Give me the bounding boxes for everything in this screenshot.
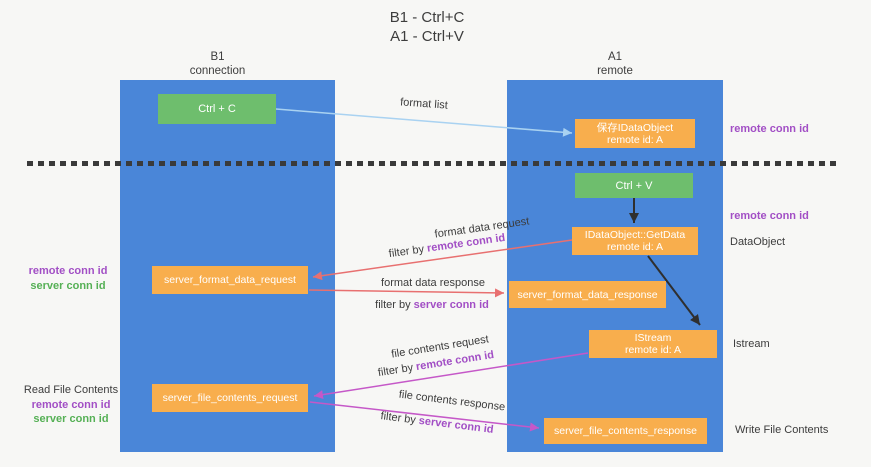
arrow-format-data-response	[308, 288, 505, 298]
server-conn-id-annotation-left: server conn id	[30, 279, 106, 292]
filter-by-text: filter by	[375, 299, 414, 311]
save-dataobject-line1: 保存IDataObject	[596, 121, 674, 134]
title-line-2: A1 - Ctrl+V	[390, 28, 464, 45]
dataobject-annotation: DataObject	[730, 236, 786, 248]
getdata-line2: remote id: A	[606, 241, 664, 253]
server-format-data-response-label: server_format_data_response	[517, 288, 658, 301]
remote-conn-id-annotation-top: remote conn id	[730, 123, 809, 135]
ctrl-v-label: Ctrl + V	[615, 179, 653, 192]
read-file-contents-annotation: Read File Contents	[23, 384, 119, 396]
filter-by-text: filter by	[377, 361, 418, 380]
lifeline-a1-name: A1	[607, 51, 623, 63]
format-data-response-filter-label: filter by server conn id	[375, 299, 489, 311]
save-dataobject-box: 保存IDataObject remote id: A	[575, 119, 695, 148]
istream-line1: IStream	[634, 332, 672, 344]
ctrl-c-box: Ctrl + C	[158, 94, 276, 124]
server-conn-id-annotation-bottom: server conn id	[33, 413, 109, 425]
format-data-response-label: format data response	[381, 277, 485, 289]
server-file-contents-response-box: server_file_contents_response	[544, 418, 707, 444]
server-format-data-response-box: server_format_data_response	[509, 281, 666, 308]
istream-line2: remote id: A	[624, 344, 682, 356]
ctrl-v-box: Ctrl + V	[575, 173, 693, 198]
format-list-label: format list	[399, 96, 449, 112]
lifeline-a1-role: remote	[597, 65, 633, 77]
left-mid-conn-ids: remote conn id server conn id	[13, 264, 123, 293]
lifeline-header-a1: A1 remote	[507, 50, 723, 78]
phase-divider-dashed-line	[27, 161, 839, 166]
diagram-title: B1 - Ctrl+C A1 - Ctrl+V	[287, 8, 567, 46]
remote-conn-id-annotation-left: remote conn id	[28, 265, 108, 277]
file-contents-response-filter-label: filter by server conn id	[380, 410, 494, 436]
filter-by-text: filter by	[379, 410, 420, 427]
istream-box: IStream remote id: A	[589, 330, 717, 358]
remote-conn-id-annotation-bottom: remote conn id	[31, 398, 111, 411]
server-format-data-request-label: server_format_data_request	[164, 274, 296, 286]
server-file-contents-request-label: server_file_contents_request	[162, 392, 298, 404]
server-conn-id-key: server conn id	[418, 414, 495, 436]
save-dataobject-line2: remote id: A	[606, 133, 664, 146]
getdata-box: IDataObject::GetData remote id: A	[572, 227, 698, 255]
remote-conn-id-annotation-mid: remote conn id	[730, 210, 809, 222]
getdata-line1: IDataObject::GetData	[584, 229, 686, 241]
server-file-contents-response-label: server_file_contents_response	[553, 425, 697, 437]
filter-by-text: filter by	[388, 242, 428, 261]
ctrl-c-label: Ctrl + C	[198, 103, 236, 115]
lifeline-b1-role: connection	[189, 65, 246, 77]
lifeline-header-b1: B1 connection	[110, 50, 325, 78]
left-bottom-annotations: Read File Contents remote conn id server…	[16, 383, 126, 427]
server-format-data-request-box: server_format_data_request	[152, 266, 308, 294]
istream-annotation: Istream	[733, 338, 770, 350]
server-file-contents-request-box: server_file_contents_request	[152, 384, 308, 412]
write-file-contents-annotation: Write File Contents	[735, 424, 829, 436]
lifeline-b1-name: B1	[210, 51, 225, 63]
file-contents-response-label: file contents response	[398, 388, 506, 414]
title-line-1: B1 - Ctrl+C	[389, 9, 465, 26]
server-conn-id-key: server conn id	[413, 299, 489, 311]
